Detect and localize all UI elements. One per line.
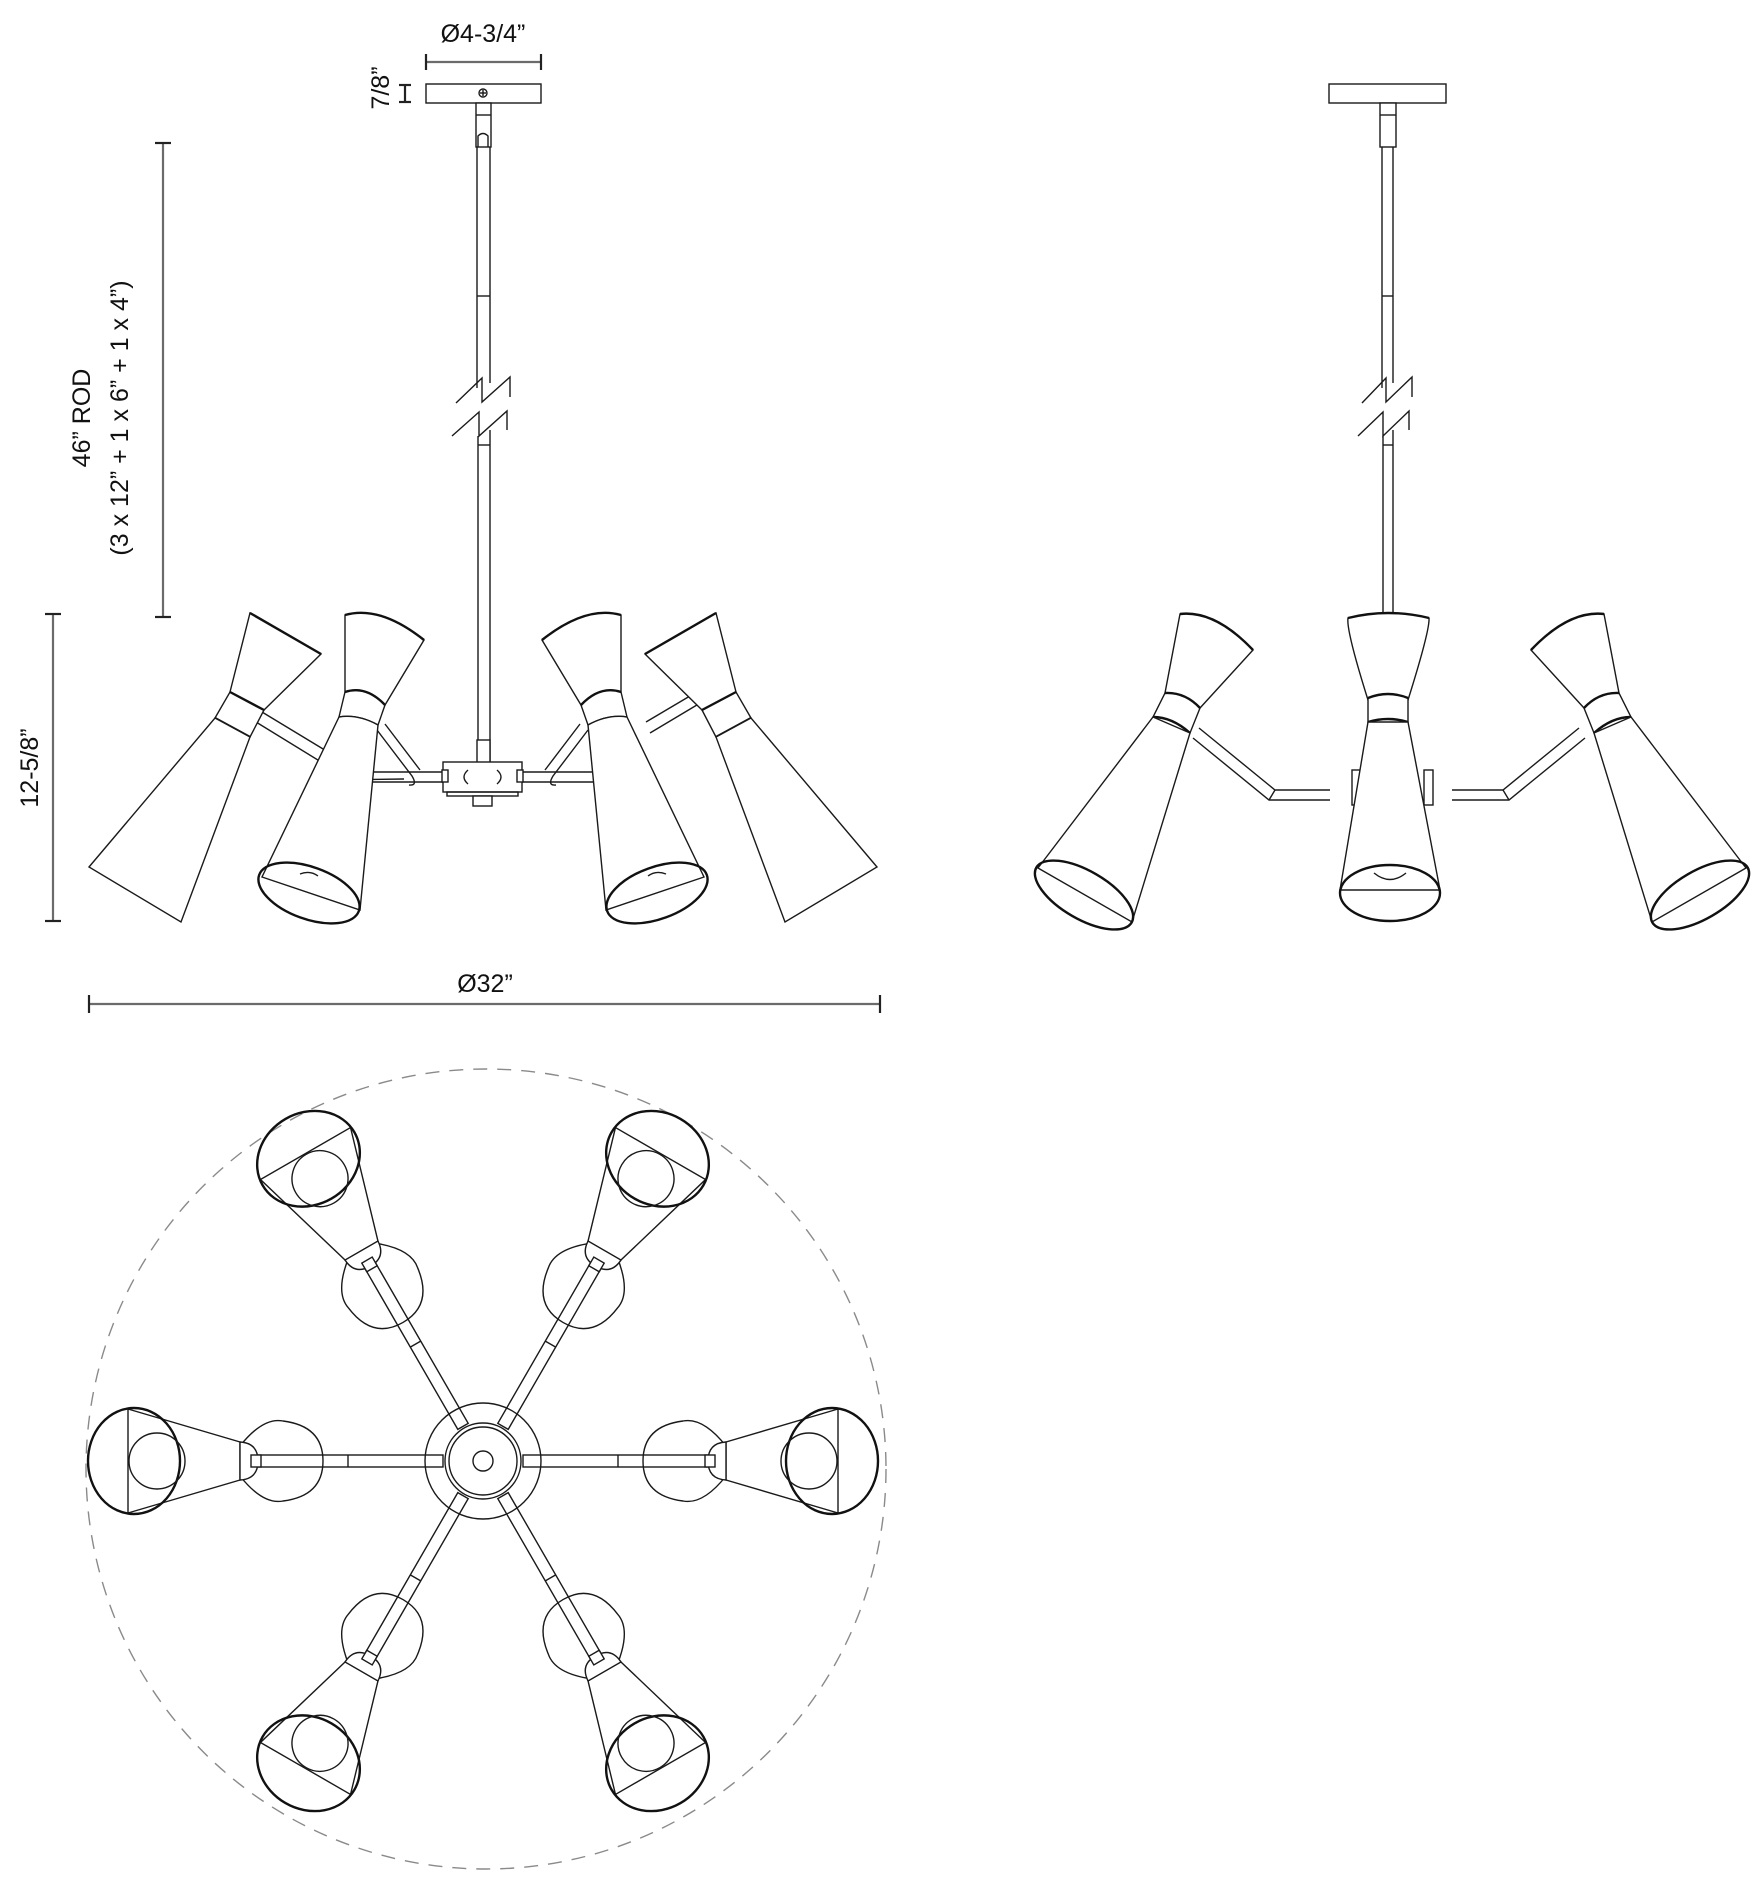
canopy-diameter-dimension: Ø4-3/4” <box>424 20 543 70</box>
lamp-side-right <box>1530 612 1751 931</box>
fixture-height-label: 12-5/8” <box>16 728 44 807</box>
down-rod <box>451 147 511 768</box>
canopy-plate-side <box>1328 83 1447 104</box>
plan-view <box>85 1068 887 1870</box>
canopy-height-label: 7/8” <box>367 66 395 109</box>
fixture-diameter-label: Ø32” <box>457 970 513 998</box>
rod-breakdown-label: (3 x 12” + 1 x 6” + 1 x 4”) <box>106 280 134 555</box>
rod-length-dimension: 46” ROD (3 x 12” + 1 x 6” + 1 x 4”) <box>68 141 171 619</box>
center-hub <box>441 761 524 807</box>
lamp-front-1 <box>87 611 323 924</box>
fixture-diameter-dimension: Ø32” <box>87 970 882 1013</box>
plan-lamp-bottom-right <box>542 1592 711 1813</box>
plan-hub <box>424 1402 542 1520</box>
canopy-diameter-label: Ø4-3/4” <box>441 20 526 48</box>
rod-length-label: 46” ROD <box>68 369 96 468</box>
lamp-side-left <box>1033 612 1254 931</box>
plan-arms <box>252 1257 714 1665</box>
lamp-front-3 <box>541 611 709 925</box>
canopy-height-dimension: 7/8” <box>367 66 411 110</box>
screw-icon <box>478 88 488 98</box>
plan-lamp-top-left <box>255 1109 424 1330</box>
lamp-front-4 <box>643 611 879 924</box>
plan-lamp-right <box>642 1406 880 1516</box>
side-elevation <box>1033 83 1751 931</box>
fixture-height-dimension: 12-5/8” <box>16 612 61 923</box>
plan-lamp-left <box>86 1406 324 1516</box>
plan-lamp-top-right <box>542 1109 711 1330</box>
front-elevation: Ø4-3/4” 7/8” <box>16 20 879 925</box>
lamp-front-2 <box>257 611 425 925</box>
fixture-spread-outline <box>85 1068 887 1870</box>
lamp-side-center <box>1338 611 1442 923</box>
plan-lamp-bottom-left <box>255 1592 424 1813</box>
